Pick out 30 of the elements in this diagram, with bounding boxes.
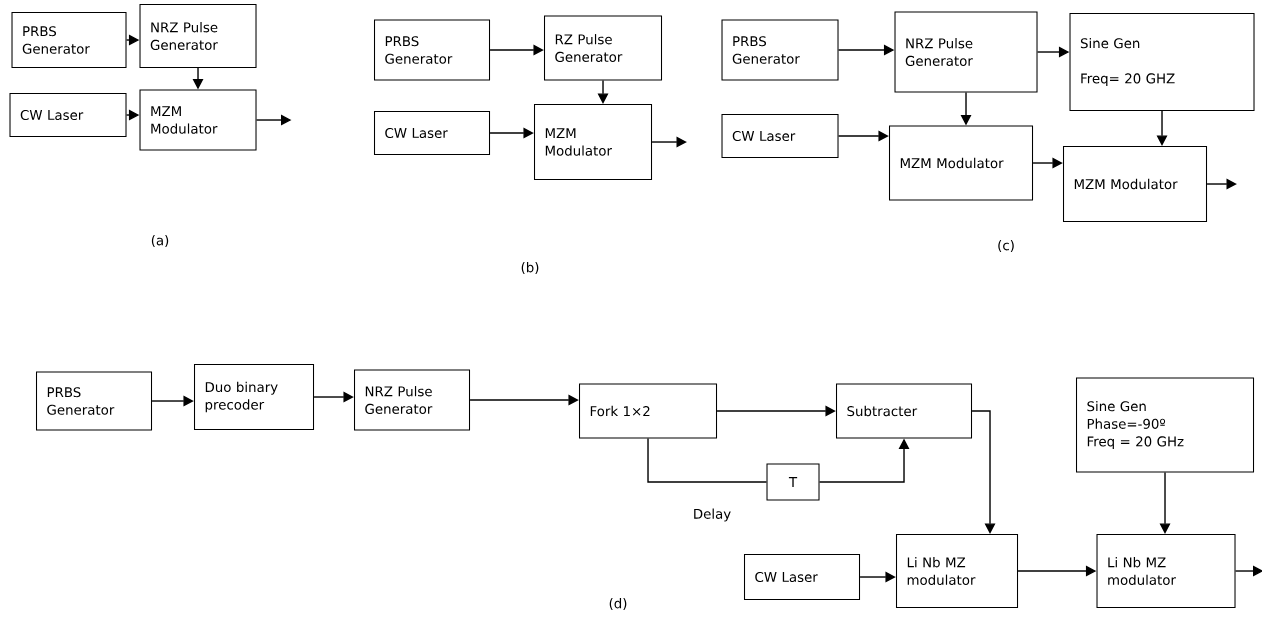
block-box: PRBS Generator: [11, 12, 127, 69]
block-box: CW Laser: [9, 93, 127, 138]
block-box: MZM Modulator: [534, 104, 653, 181]
block-box: CW Laser: [374, 111, 491, 156]
block-box: Duo binary precoder: [194, 364, 315, 431]
block-box: NRZ Pulse Generator: [139, 4, 257, 69]
block-box: PRBS Generator: [374, 19, 491, 81]
block-box: Subtracter: [836, 383, 973, 439]
block-box: CW Laser: [744, 554, 861, 601]
block-box: MZM Modulator: [139, 89, 257, 151]
block-box: PRBS Generator: [36, 371, 153, 431]
block-box: MZM Modulator: [1063, 146, 1208, 223]
block-box: Sine Gen Phase=-90º Freq = 20 GHz: [1076, 377, 1255, 473]
block-box: CW Laser: [721, 114, 839, 159]
block-box: NRZ Pulse Generator: [354, 369, 471, 431]
delay-label: Delay: [694, 508, 731, 522]
block-box: Li Nb MZ modulator: [896, 534, 1019, 609]
panel-label: (b): [521, 262, 539, 274]
panel-label: (c): [998, 240, 1014, 252]
block-box: NRZ Pulse Generator: [894, 11, 1038, 93]
block-box: RZ Pulse Generator: [544, 15, 663, 81]
block-box: Li Nb MZ modulator: [1096, 534, 1236, 609]
block-box: PRBS Generator: [721, 19, 839, 81]
block-box: MZM Modulator: [889, 125, 1034, 201]
block-box: Sine Gen Freq= 20 GHZ: [1069, 13, 1255, 112]
panel-label: (a): [151, 235, 169, 247]
panel-label: (d): [609, 598, 627, 610]
block-box: Fork 1×2: [579, 383, 718, 439]
block-box: T: [766, 463, 820, 501]
arrow: [971, 410, 996, 534]
